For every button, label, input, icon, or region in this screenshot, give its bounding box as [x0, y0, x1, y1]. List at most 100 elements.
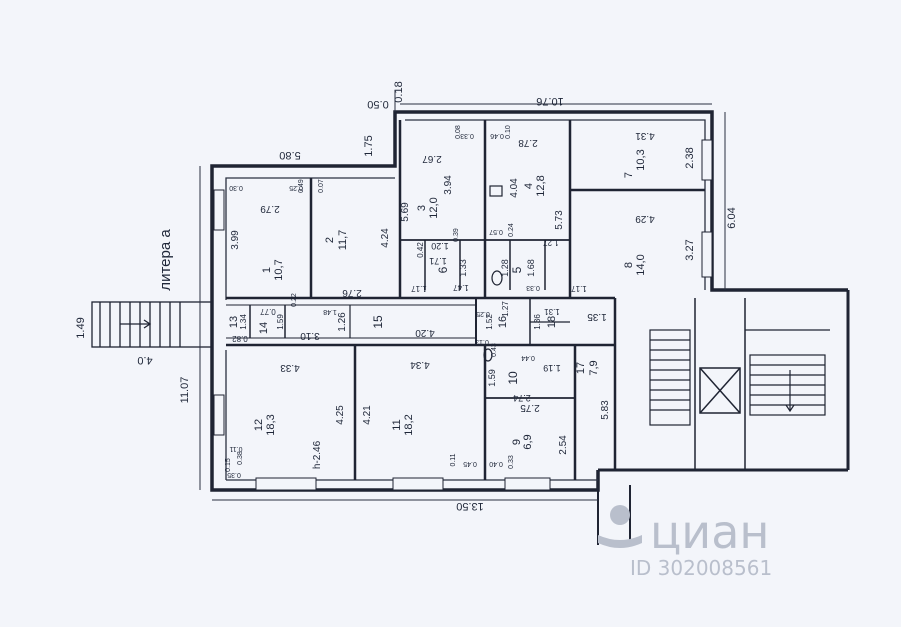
room-16-dim-a: 1.52: [485, 314, 494, 330]
staircase-right: [749, 354, 826, 416]
elevator-shaft: [699, 367, 741, 414]
room-7-number: 7: [623, 172, 635, 178]
small-dim: 0.11: [229, 445, 242, 452]
room-6-dim-c: 1.71: [429, 256, 447, 266]
entrance-steps: [91, 301, 213, 348]
room-11-number: 11: [391, 419, 403, 430]
small-dim: 0.33: [508, 455, 515, 469]
room-3-area: 12,0: [428, 197, 440, 218]
small-dim: 0.43: [491, 343, 498, 357]
room-7-area: 10,3: [635, 149, 647, 170]
small-dim: 0.35: [227, 471, 241, 478]
room-8-number: 8: [623, 262, 635, 268]
small-dimensions: 0.30 0.25 0.49 0.07 0.08 0.33 0.46 0.10 …: [225, 125, 587, 478]
small-dim: 1.27: [543, 238, 559, 247]
room-10-dim-b: 2.74: [513, 393, 531, 403]
building-label: литера а: [157, 229, 174, 291]
room-15-number: 15: [371, 315, 385, 329]
room-2-area: 11,7: [337, 230, 349, 251]
small-dim: 0.40: [489, 460, 503, 467]
small-dim: 0.39: [453, 228, 460, 242]
small-dim: 0.49: [298, 179, 305, 193]
room-12-dim-c: h-2.46: [312, 440, 323, 469]
small-dim: 0.08: [455, 125, 462, 139]
small-dim: 0.10: [505, 125, 512, 139]
small-dim: 0.15: [225, 458, 232, 472]
small-dim: 1.47: [453, 283, 469, 292]
dim-right-238: 2.38: [684, 147, 696, 168]
room-10-dim-a: 1.59: [487, 369, 497, 387]
small-dim: 0.07: [318, 179, 325, 193]
room-12-dim-b: 4.25: [335, 405, 346, 425]
dim-right-327: 3.27: [684, 239, 696, 260]
room-3-dim-b: 3.94: [443, 175, 454, 195]
room-13-number: 13: [228, 316, 240, 328]
room-12-number: 12: [253, 419, 265, 431]
room-10-dim-c: 1.19: [543, 363, 561, 373]
room-18-number: 18: [546, 316, 558, 328]
room-4-dim-b: 4.04: [509, 178, 520, 198]
watermark-brand: циан: [650, 505, 769, 559]
room-4-dim-a: 2.78: [518, 137, 538, 148]
room-1-number: 1: [261, 267, 273, 273]
small-dim: 0.44: [521, 354, 535, 361]
room-14-dim-a: 0.77: [260, 307, 276, 316]
small-dim: 1.17: [411, 284, 427, 293]
small-dim: 0.11: [450, 453, 457, 466]
room-12-dim-a: 4.33: [280, 362, 300, 373]
dim-top-175: 1.75: [363, 135, 375, 156]
small-dim: 0.33: [460, 132, 474, 139]
small-dim: 0.24: [508, 223, 515, 237]
room-17-dim-a: 5.83: [600, 400, 611, 420]
room-labels: 1 10,7 2.79 3.99 2.76 2 11,7 4.24 3 12,0…: [228, 130, 655, 469]
watermark: циан ID 302008561: [598, 505, 772, 580]
room-5-dim-b: 1.68: [526, 259, 536, 277]
small-dim: 0.13: [475, 338, 489, 345]
dim-left-149: 1.49: [75, 317, 87, 338]
cian-logo-icon: [598, 505, 642, 548]
room-13-dim-a: 1.34: [239, 314, 248, 330]
small-dim: 0.38: [237, 451, 244, 465]
room-4-area: 12,8: [535, 175, 547, 196]
room-1-area: 10,7: [273, 259, 285, 280]
plumbing-fixtures: [483, 185, 503, 362]
dim-top-1076: 10.76: [536, 95, 564, 107]
room-10-number: 10: [506, 371, 520, 385]
room-17-number: 17: [575, 362, 587, 374]
room-9-dim-a: 2.54: [558, 435, 569, 455]
room-15-dim-b: 3.10: [300, 330, 320, 341]
small-dim: 0.25: [289, 184, 303, 191]
room-18-dim-b: 1.36: [533, 314, 542, 330]
small-dim: 0.42: [416, 242, 425, 258]
dim-left-40: 4.0: [137, 354, 152, 366]
room-4-dim-c: 5.73: [554, 210, 565, 230]
room-3-dim-c: 5.69: [400, 202, 411, 222]
interior-walls: [226, 120, 830, 480]
small-dim: 0.25: [476, 310, 490, 317]
watermark-id: ID 302008561: [630, 556, 772, 580]
small-dim: 1.48: [323, 308, 337, 315]
room-16-number: 16: [497, 316, 509, 328]
small-dim: 0.57: [489, 228, 503, 235]
room-11-area: 18,2: [403, 414, 415, 435]
room-8-dim-a: 4.29: [635, 213, 655, 224]
room-3-dim-a: 2.67: [422, 153, 442, 164]
room-6-number: 6: [436, 266, 450, 273]
room-6-dim-b: 1.33: [458, 259, 468, 277]
room-5-number: 5: [510, 266, 524, 273]
room-5-dim-a: 1.28: [500, 259, 510, 277]
small-dim: 0.46: [490, 132, 504, 139]
room-9-number: 9: [511, 439, 523, 445]
room-15-dim-c: 4.20: [415, 327, 435, 338]
room-1-dim-b: 3.99: [230, 230, 241, 250]
room-8-area: 14,0: [635, 254, 647, 275]
small-dim: 0.22: [291, 293, 298, 307]
room-2-dim-a: 4.24: [380, 228, 391, 248]
room-7-dim-a: 4.31: [635, 130, 655, 141]
room-13-dim-b: 0.82: [232, 334, 248, 343]
dim-top-018: 0.18: [393, 81, 405, 102]
room-2-number: 2: [324, 237, 336, 243]
room-12-area: 18,3: [265, 414, 277, 435]
room-9-area: 6,9: [522, 434, 534, 449]
